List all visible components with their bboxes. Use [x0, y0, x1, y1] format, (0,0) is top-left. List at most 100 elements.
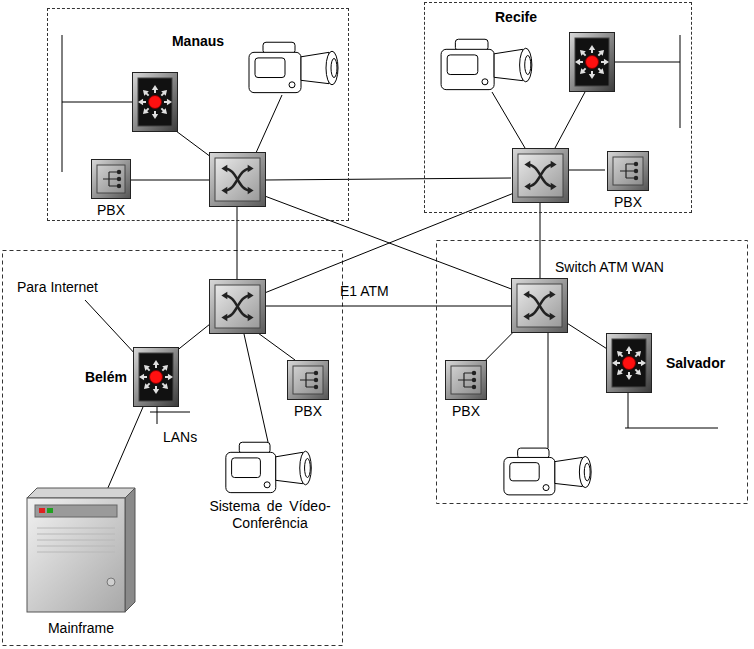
router-device: Salvador: [606, 333, 652, 393]
arrow-tip: [221, 292, 227, 300]
camera-icon: [249, 42, 338, 92]
device-face: [613, 157, 643, 185]
mainframe-slot: [37, 534, 115, 535]
camera-handle: [518, 448, 549, 458]
arrow-tip: [144, 383, 150, 389]
arrow-tip: [221, 165, 227, 173]
site-region: PBX Recife: [424, 2, 692, 213]
pbx-symbol: [458, 373, 472, 387]
pbx-symbol: [103, 172, 117, 186]
link-line: [62, 102, 132, 103]
arrow-tip: [523, 313, 529, 321]
pbx-symbol: [472, 371, 475, 374]
arrow-tip: [221, 314, 227, 322]
arrow-tip: [626, 375, 632, 380]
camera-body: [441, 49, 494, 89]
router-led: [150, 371, 163, 384]
device-case: [134, 348, 179, 407]
mainframe-slot: [37, 552, 115, 553]
pbx-symbol: [117, 184, 120, 187]
mainframe-slot: [37, 528, 115, 529]
camera-panel: [447, 55, 478, 75]
camera-icon: [222, 440, 318, 496]
arrow-tip: [612, 360, 617, 366]
arrow-tip: [248, 187, 254, 195]
site-name: Manaus: [172, 33, 224, 49]
camera-lens: [326, 51, 338, 85]
site-name: Recife: [495, 9, 537, 25]
wan-link: [265, 178, 511, 180]
arrow-tip: [162, 365, 168, 371]
router-led: [149, 96, 162, 109]
switch-arrow: [526, 295, 552, 317]
device-case: [446, 361, 487, 400]
arrow-tip: [524, 183, 530, 191]
device-face: [215, 158, 260, 201]
camera-button: [543, 485, 549, 491]
pbx-symbol: [314, 371, 317, 374]
arrow-tip: [139, 374, 144, 380]
camera-lens: [301, 52, 329, 83]
link-line: [568, 170, 605, 171]
device-label: PBX: [97, 202, 125, 218]
link-line: [492, 92, 525, 148]
device-label: PBX: [452, 403, 480, 419]
pbx-icon: [445, 360, 487, 400]
switch-arrow: [224, 296, 250, 318]
internet-note: Para Internet: [17, 279, 98, 295]
switch-icon: [210, 153, 266, 207]
pbx-symbol: [634, 162, 637, 165]
mainframe-switch: [107, 578, 115, 586]
arrow-tip: [635, 369, 641, 375]
arrow-tip: [153, 360, 159, 365]
device-face: [451, 366, 481, 394]
pbx-symbol: [117, 177, 120, 180]
switch-arrow: [526, 295, 552, 317]
arrow-tip: [626, 346, 632, 351]
pbx-symbol: [314, 378, 317, 381]
arrow-tip: [162, 383, 168, 389]
arrow-tip: [580, 50, 586, 56]
switch-icon: [511, 278, 568, 333]
pbx-device: PBX: [91, 159, 131, 199]
arrow-tip: [575, 59, 580, 65]
link-line: [255, 95, 282, 155]
mainframe-led: [39, 508, 45, 513]
arrow-tip: [598, 50, 604, 56]
device-label: PBX: [294, 403, 322, 419]
router-icon: [133, 73, 178, 132]
camera-lens: [525, 55, 531, 74]
camera-icon: [504, 448, 591, 495]
pbx-icon: [607, 151, 649, 191]
router-led: [623, 357, 636, 370]
arrow-tip: [589, 74, 595, 79]
atm-switch: Switch ATM WAN: [511, 278, 568, 333]
arrow-tip: [248, 292, 254, 300]
link-line: [172, 128, 215, 160]
mainframe-computer: Mainframe: [27, 488, 135, 612]
device-label: PBX: [614, 194, 642, 210]
link-line: [615, 62, 680, 63]
device-case: [92, 160, 131, 199]
mainframe-panel: [35, 505, 117, 517]
camera-body: [249, 52, 301, 92]
wan-link: [266, 306, 511, 307]
camera-lens: [494, 49, 523, 80]
switch-icon: [210, 280, 266, 334]
arrow-tip: [617, 351, 623, 357]
camera-lens: [555, 457, 582, 486]
mainframe-front: [27, 498, 125, 612]
link-line: [568, 324, 606, 348]
arrow-tip: [161, 90, 167, 96]
camera-lens: [584, 463, 590, 481]
arrow-tip: [144, 365, 150, 371]
device-case: [608, 152, 649, 191]
camera-handle: [263, 42, 295, 53]
wan-link: [540, 203, 541, 278]
arrow-tip: [248, 165, 254, 173]
link-label: E1 ATM: [340, 283, 389, 299]
link-line: [486, 333, 513, 360]
device-case: [210, 280, 266, 334]
camera-body: [226, 452, 276, 492]
mainframe-side: [125, 488, 135, 612]
